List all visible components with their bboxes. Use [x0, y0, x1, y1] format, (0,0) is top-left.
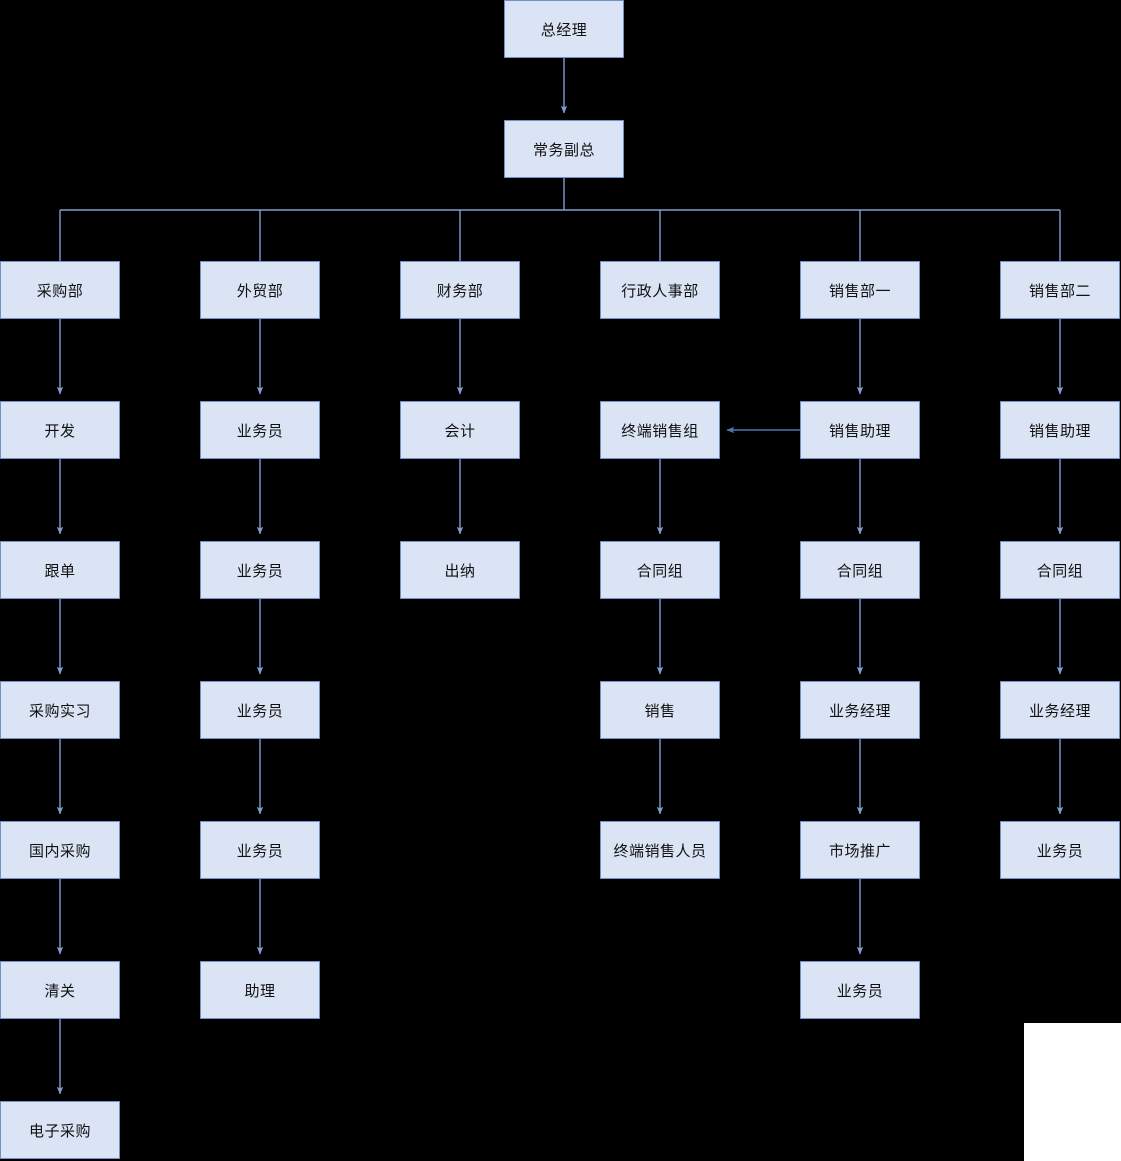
- node-dept-sales-2[interactable]: 销售部二: [1000, 261, 1120, 319]
- node-cashier[interactable]: 出纳: [400, 541, 520, 599]
- node-sales2-assistant[interactable]: 销售助理: [1000, 401, 1120, 459]
- white-corner-panel: [1024, 1023, 1121, 1161]
- node-sales1-assistant[interactable]: 销售助理: [800, 401, 920, 459]
- node-sales2-contract-group[interactable]: 合同组: [1000, 541, 1120, 599]
- node-dept-finance[interactable]: 财务部: [400, 261, 520, 319]
- node-dept-sales-1[interactable]: 销售部一: [800, 261, 920, 319]
- node-ft-salesman-3[interactable]: 业务员: [200, 681, 320, 739]
- node-sales2-salesman[interactable]: 业务员: [1000, 821, 1120, 879]
- node-general-manager[interactable]: 总经理: [504, 0, 624, 58]
- node-dept-admin-hr[interactable]: 行政人事部: [600, 261, 720, 319]
- node-develop[interactable]: 开发: [0, 401, 120, 459]
- node-sales1-marketing[interactable]: 市场推广: [800, 821, 920, 879]
- node-ft-assistant[interactable]: 助理: [200, 961, 320, 1019]
- node-accountant[interactable]: 会计: [400, 401, 520, 459]
- node-deputy-gm[interactable]: 常务副总: [504, 120, 624, 178]
- node-sales1-manager[interactable]: 业务经理: [800, 681, 920, 739]
- node-terminal-sales-group[interactable]: 终端销售组: [600, 401, 720, 459]
- node-customs-clearance[interactable]: 清关: [0, 961, 120, 1019]
- node-electronic-purchasing[interactable]: 电子采购: [0, 1101, 120, 1159]
- node-ft-salesman-2[interactable]: 业务员: [200, 541, 320, 599]
- node-ft-salesman-4[interactable]: 业务员: [200, 821, 320, 879]
- node-follow-order[interactable]: 跟单: [0, 541, 120, 599]
- node-dept-foreign-trade[interactable]: 外贸部: [200, 261, 320, 319]
- node-ft-salesman-1[interactable]: 业务员: [200, 401, 320, 459]
- node-terminal-sales-staff[interactable]: 终端销售人员: [600, 821, 720, 879]
- node-sales2-manager[interactable]: 业务经理: [1000, 681, 1120, 739]
- node-admin-contract-group[interactable]: 合同组: [600, 541, 720, 599]
- node-dept-purchasing[interactable]: 采购部: [0, 261, 120, 319]
- node-sales1-contract-group[interactable]: 合同组: [800, 541, 920, 599]
- node-sales1-salesman[interactable]: 业务员: [800, 961, 920, 1019]
- node-admin-sales[interactable]: 销售: [600, 681, 720, 739]
- node-domestic-purchasing[interactable]: 国内采购: [0, 821, 120, 879]
- node-purchasing-intern[interactable]: 采购实习: [0, 681, 120, 739]
